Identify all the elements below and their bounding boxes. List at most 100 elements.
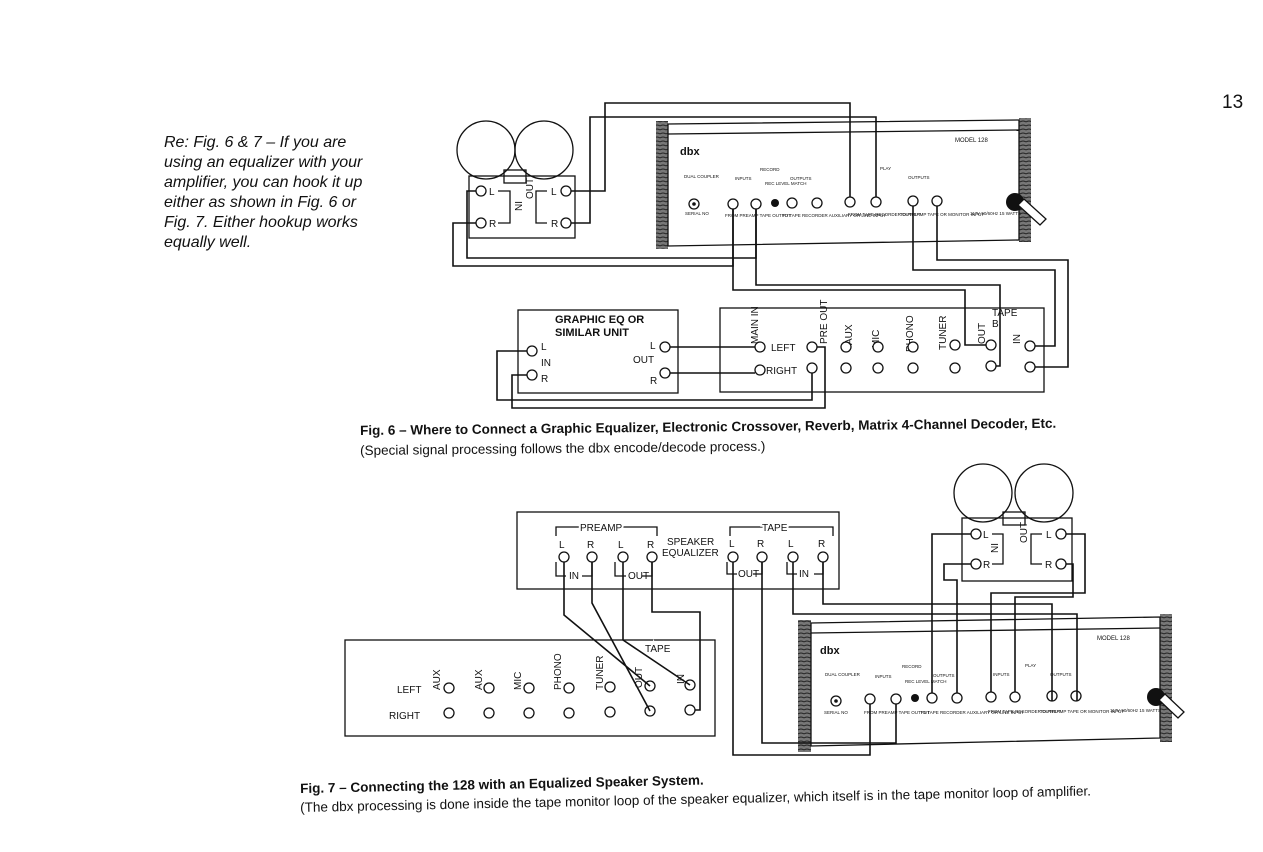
deck-in-left-jack <box>475 185 487 197</box>
r-label: R <box>587 540 594 551</box>
aux-label: AUX <box>432 669 443 690</box>
l-label: L <box>788 539 794 550</box>
pre-out-right-jack <box>806 362 818 374</box>
dbx-logo: dbx <box>680 146 700 158</box>
note-line: Fig. 7. Either hookup works <box>164 214 358 231</box>
eq-title-line1: GRAPHIC EQ OR <box>555 314 644 326</box>
r-label: R <box>757 539 764 550</box>
tape-label: TAPE <box>762 523 788 534</box>
input-r-jack <box>890 693 902 705</box>
eq-l-label: L <box>650 341 656 352</box>
equalizer-note: Re: Fig. 6 & 7 – If you are using an equ… <box>164 133 424 253</box>
tape-reel-right <box>1014 463 1074 523</box>
record-label: RECORD <box>760 167 780 172</box>
play-label: PLAY <box>1025 663 1036 668</box>
preamp-in-l-jack <box>558 551 570 563</box>
phono-right-jack <box>563 707 575 719</box>
play-in-r-jack <box>1009 691 1021 703</box>
mic-right-jack <box>523 707 535 719</box>
dbx-rear-panel <box>810 616 1161 747</box>
from-preamp-label: FROM PREAMP TAPE OUTPUT <box>725 213 791 218</box>
dbx-model-label: MODEL 128 <box>955 138 988 144</box>
from-tape-label: FROM TAPE RECORDER OUTPUT <box>848 212 921 217</box>
note-line: Re: Fig. 6 & 7 – If you are <box>164 134 347 151</box>
from-tape-label: FROM TAPE RECORDER OUTPUT <box>988 709 1061 714</box>
aux-left-jack <box>443 682 455 694</box>
play-in-l-jack <box>844 196 856 208</box>
aux-label: AUX <box>844 324 855 345</box>
eq-out-right-jack <box>659 367 671 379</box>
deck-r-label: R <box>1045 560 1052 571</box>
amplifier-body <box>719 307 1045 393</box>
input-r-jack <box>750 198 762 210</box>
eq-in-right-jack <box>526 369 538 381</box>
dbx-model-label: MODEL 128 <box>1097 636 1130 642</box>
dbx-rear-panel <box>667 119 1020 247</box>
power-label: 117V 50/60Hz 15 WATTS <box>970 211 1021 216</box>
phono-left-jack <box>907 341 919 353</box>
deck-out-left-jack <box>560 185 572 197</box>
deck-l-label: L <box>489 187 495 198</box>
dbx-128-fig7: dbx MODEL 128 RECORD PLAY INPUTS OUTPUTS… <box>798 614 1185 752</box>
tape-in-r-jack <box>817 551 829 563</box>
tape-in-l-jack <box>787 551 799 563</box>
tape-reel-left <box>953 463 1013 523</box>
outputs-label: OUTPUTS <box>790 176 812 181</box>
tape-deck-fig7: L R L R IN OUT <box>953 463 1074 582</box>
fig6-diagram: L R L R IN OUT dbx MODEL 128 RECORD PLAY… <box>452 102 1069 409</box>
deck-in-left-jack <box>970 528 982 540</box>
rec-level-match-label: REC LEVEL MATCH <box>905 679 947 684</box>
serial-no-label: SERIAL NO <box>685 211 709 216</box>
tape-deck-body <box>961 517 1073 582</box>
tape-label: TAPE <box>645 644 671 655</box>
pre-out-left-jack <box>806 341 818 353</box>
dual-coupler-label: DUAL COUPLER <box>825 672 861 677</box>
rec-level-match-label: REC LEVEL MATCH <box>765 181 807 186</box>
outputs-label: OUTPUTS <box>933 673 955 678</box>
fig6-wiring <box>452 102 1069 409</box>
deck-l-label: L <box>551 187 557 198</box>
play-in-l-jack <box>985 691 997 703</box>
fig7-wiring <box>563 533 1086 756</box>
wood-side-panel <box>656 121 668 249</box>
aux2-left-jack <box>483 682 495 694</box>
tape-deck-body <box>468 175 576 239</box>
note-line: either as shown in Fig. 6 or <box>164 194 357 211</box>
inputs-label: INPUTS <box>993 672 1010 677</box>
tape-in-right-jack <box>1024 361 1036 373</box>
tape-out-l-jack <box>727 551 739 563</box>
eq-in-left-jack <box>526 345 538 357</box>
wood-side-panel <box>798 620 811 752</box>
l-label: L <box>559 540 565 551</box>
inputs-label: INPUTS <box>875 674 892 679</box>
tuner-left-jack <box>949 339 961 351</box>
deck-in-label: IN <box>512 201 523 211</box>
deck-r-label: R <box>983 560 990 571</box>
left-label: LEFT <box>397 685 421 696</box>
main-in-label: MAIN IN <box>750 306 761 344</box>
deck-r-label: R <box>489 219 496 230</box>
right-label: RIGHT <box>766 366 797 377</box>
aux-right-jack <box>443 707 455 719</box>
record-out-l-jack <box>786 197 798 209</box>
tuner-label: TUNER <box>595 656 606 690</box>
tuner-label: TUNER <box>938 316 949 350</box>
mic-left-jack <box>523 682 535 694</box>
tape-in-left-jack <box>1024 340 1036 352</box>
play-out-l-jack <box>907 195 919 207</box>
play-in-r-jack <box>870 196 882 208</box>
r-label: R <box>818 539 825 550</box>
record-label: RECORD <box>902 664 922 669</box>
inputs-label: INPUTS <box>735 176 752 181</box>
power-cord <box>1158 693 1185 719</box>
to-preamp-label: TO PREAMP TAPE OR MONITOR INPUT <box>900 212 984 217</box>
preamp-out-l-jack <box>617 551 629 563</box>
page-number: 13 <box>1222 92 1244 113</box>
fig7-diagram: PREAMP TAPE SPEAKER EQUALIZER L R L R L … <box>344 463 1185 756</box>
note-line: using an equalizer with your <box>164 154 363 171</box>
eq-in-label: IN <box>541 358 551 369</box>
mic-right-jack <box>872 362 884 374</box>
mic-label: MIC <box>871 330 882 348</box>
wood-side-panel <box>1160 614 1172 742</box>
